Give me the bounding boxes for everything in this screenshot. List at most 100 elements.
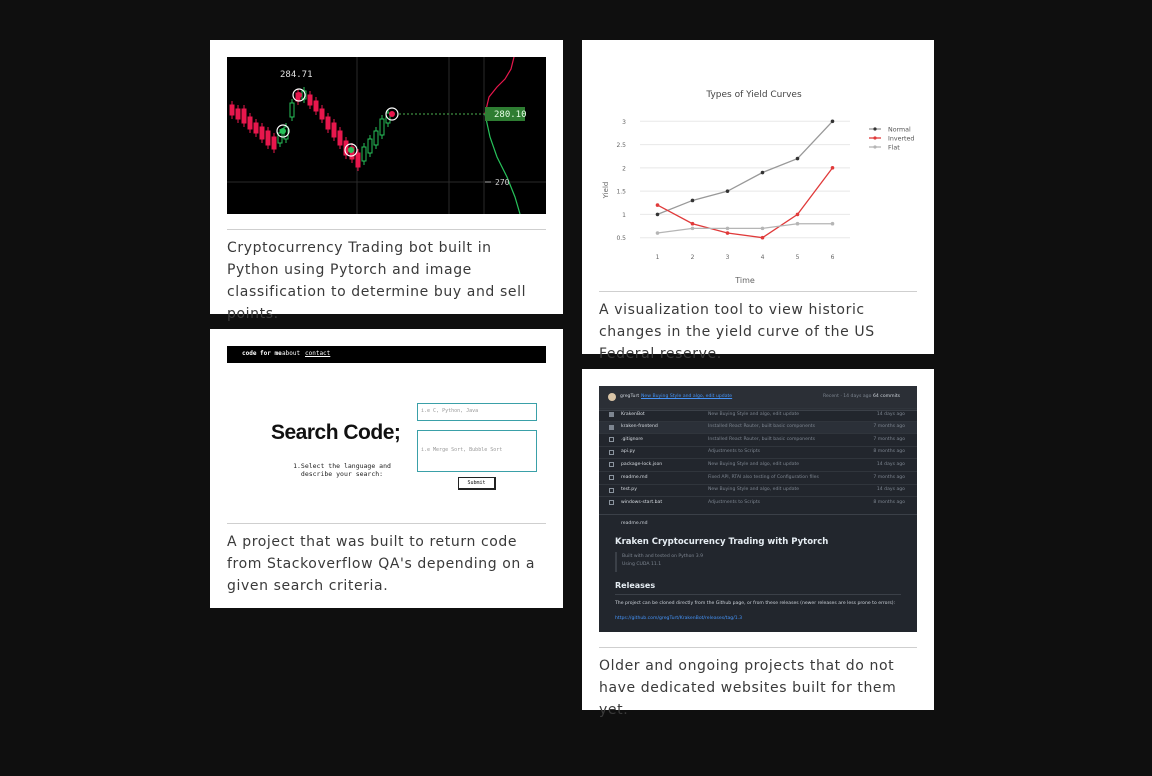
candle-body: [247, 116, 253, 130]
commit-age: 7 months ago: [873, 424, 905, 430]
candle-body: [361, 146, 367, 162]
mock-nav-about: about: [282, 350, 301, 357]
repo-commit-header: gregTurt New Buying Style and algo, edit…: [599, 386, 917, 411]
data-point: [760, 170, 765, 175]
candle-body: [235, 108, 241, 120]
file-icon: [609, 449, 614, 455]
candle-body: [259, 126, 265, 140]
commit-message: Fixed API, RTAI also testing of Configur…: [708, 474, 819, 480]
card-divider: [599, 647, 917, 648]
y-tick-label: 1.5: [616, 189, 626, 196]
commit-meta: Recent · 14 days ago: [823, 394, 872, 399]
releases-text: The project can be cloned directly from …: [615, 601, 896, 606]
y-tick-label: 3: [622, 119, 626, 126]
card-caption: Older and ongoing projects that do not h…: [599, 658, 897, 718]
x-tick-label: 6: [831, 254, 835, 261]
sell-signal-marker: [385, 107, 399, 121]
y-tick-label: 2: [622, 165, 626, 172]
data-point: [655, 203, 660, 207]
series-line-inverted: [657, 167, 834, 239]
candle-body: [343, 140, 349, 156]
mock-query-input: i.e Merge Sort, Bubble Sort: [417, 430, 537, 472]
commit-age: 7 months ago: [873, 474, 905, 480]
commit-message: New Buying Style and algo, edit update: [708, 487, 800, 493]
commit-message: Adjustments to Scripts: [708, 499, 761, 505]
file-name: .gitignore: [621, 436, 643, 442]
file-name: windows-start.bat: [621, 499, 663, 505]
project-card-crypto-bot[interactable]: 284.71 280.10 270 Cryptocurrency Trading…: [210, 40, 563, 322]
file-name: readme.md: [621, 474, 648, 480]
file-name: package-lock.json: [621, 461, 663, 467]
readme-quote-bar: [615, 552, 617, 572]
candle-body: [355, 152, 361, 168]
releases-heading: Releases: [615, 581, 656, 590]
readme-filename: readme.md: [621, 521, 648, 526]
commit-age: 14 days ago: [876, 487, 905, 493]
candle-body: [289, 102, 295, 118]
table-row: package-lock.json New Buying Style and al…: [599, 458, 917, 472]
current-price-label: 280.10: [494, 110, 527, 120]
candle-body: [265, 130, 271, 146]
project-card-search-code[interactable]: code for me about contact Search Code; 1…: [210, 329, 563, 608]
sell-signal-marker: [292, 88, 306, 102]
candle-body: [313, 100, 319, 112]
candle-body: [349, 146, 355, 160]
mock-nav-contact: contact: [305, 350, 331, 357]
data-point: [830, 166, 835, 170]
x-tick-label: 2: [691, 254, 695, 261]
price-high-label: 284.71: [280, 70, 313, 80]
x-tick-label: 4: [761, 254, 765, 261]
avatar: [608, 393, 616, 401]
card-divider: [227, 229, 546, 230]
yield-curve-chart: Types of Yield Curves Time Yield 0.511.5…: [602, 90, 914, 285]
data-point: [795, 221, 800, 226]
y-axis-label: Yield: [602, 182, 610, 200]
commit-age: 14 days ago: [876, 411, 905, 417]
search-code-screenshot: code for me about contact Search Code; 1…: [227, 346, 546, 506]
card-divider: [227, 523, 546, 524]
x-tick-label: 1: [656, 254, 660, 261]
candle-body: [229, 104, 235, 116]
x-tick-label: 3: [726, 254, 730, 261]
legend-label: Normal: [888, 126, 911, 133]
legend-label: Inverted: [888, 135, 914, 142]
file-icon: [609, 437, 614, 443]
y-tick-label: 0.5: [616, 235, 626, 242]
card-caption: A project that was built to return code …: [227, 534, 536, 594]
commit-age: 7 months ago: [873, 436, 905, 442]
data-point: [690, 221, 695, 226]
data-point: [830, 221, 835, 226]
table-row: windows-start.bat Adjustments to Scripts 8…: [599, 496, 917, 510]
chart-title: Types of Yield Curves: [705, 90, 802, 100]
legend-marker: [873, 127, 877, 131]
y-tick-label: 2.5: [616, 142, 626, 149]
candle-body: [331, 122, 337, 138]
card-caption: A visualization tool to view historic ch…: [599, 302, 875, 362]
data-point: [795, 156, 800, 161]
candle-body: [367, 138, 373, 154]
mock-description: 1.Select the language and describe your …: [293, 462, 391, 478]
commit-message: New Buying Style and algo, edit update: [708, 461, 800, 467]
project-card-github-repo[interactable]: gregTurt New Buying Style and algo, edit…: [582, 369, 934, 718]
file-name: KrakenBot: [621, 411, 645, 417]
file-name: api.py: [621, 449, 636, 455]
mock-language-input: i.e C, Python, Java: [417, 403, 537, 421]
legend-marker: [873, 136, 877, 140]
candle-body: [307, 94, 313, 106]
candle-body: [319, 108, 325, 120]
folder-icon: [609, 424, 614, 430]
legend-marker: [873, 145, 877, 149]
commit-age: 8 months ago: [873, 449, 905, 455]
github-repo-screenshot: gregTurt New Buying Style and algo, edit…: [599, 386, 917, 632]
repo-user: gregTurt: [620, 394, 640, 399]
file-icon: [609, 462, 614, 468]
commit-message: Installed React Router, built basic comp…: [708, 436, 815, 442]
y-tick-label: 1: [622, 212, 626, 219]
candle-body: [253, 122, 259, 134]
commit-age: 8 months ago: [873, 499, 905, 505]
data-point: [795, 212, 800, 217]
candle-body: [325, 116, 331, 130]
